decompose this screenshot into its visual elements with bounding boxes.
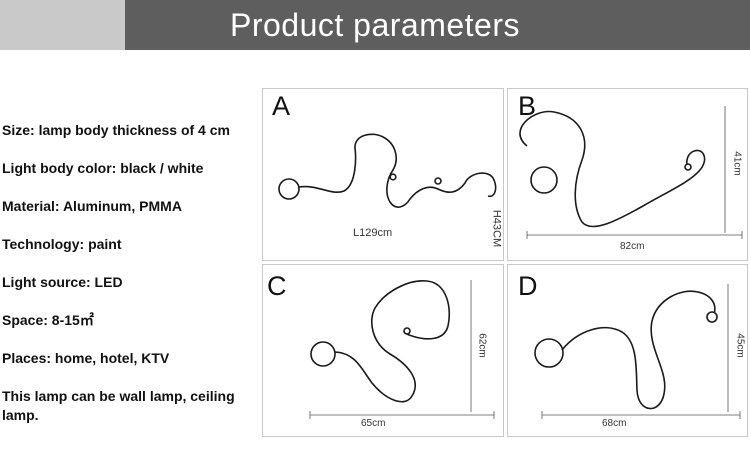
lamp-a-knob: [389, 173, 397, 181]
lamp-b-globe: [530, 166, 558, 194]
panel-b-letter: B: [518, 91, 537, 121]
dim-c-height-label: 62cm: [476, 333, 488, 358]
panel-grid: [262, 88, 748, 437]
spec-usage: This lamp can be wall lamp, ceiling lamp…: [2, 388, 235, 423]
lamp-c-drawing: [310, 280, 451, 403]
lamp-c-end-cap: [403, 327, 411, 335]
dim-b-width-label: 82cm: [620, 241, 645, 252]
spec-technology: Technology: paint: [2, 236, 122, 252]
panel-a-letter: A: [272, 91, 291, 121]
lamp-d-drawing: [534, 290, 718, 410]
spec-material: Material: Aluminum, PMMA: [2, 198, 182, 214]
dim-a-width-label: L129cm: [353, 227, 393, 239]
panel-c-frame: [262, 264, 504, 437]
panel-d-frame: [507, 264, 748, 437]
dim-d-width-label: 68cm: [602, 418, 627, 429]
panel-a-frame: [262, 88, 504, 261]
panel-c-letter: C: [267, 271, 287, 301]
lamp-c-tube: [334, 280, 451, 403]
lamp-d-globe: [534, 338, 564, 368]
lamp-b-tube: [519, 110, 706, 228]
dim-c-width-label: 65cm: [361, 418, 386, 429]
dim-b-height-label: 41cm: [731, 151, 743, 176]
banner-left-block: [0, 0, 125, 50]
banner-right-block: [125, 0, 750, 50]
lamp-c-globe: [310, 341, 336, 367]
panel-d-letter: D: [518, 271, 538, 301]
spec-size: Size: lamp body thickness of 4 cm: [2, 122, 230, 138]
page-title: Product parameters: [229, 7, 520, 43]
lamp-b-end-cap: [684, 163, 692, 171]
lamp-a-tube: [298, 133, 497, 208]
lamp-b-drawing: [519, 110, 706, 228]
panel-b-frame: [507, 88, 748, 261]
spec-space: Space: 8-15㎡: [2, 312, 94, 328]
header-banner: Product parameters: [0, 0, 750, 50]
lamp-a-globe: [278, 178, 300, 200]
lamp-d-end-cap: [706, 311, 718, 323]
dimension-panels: A B C D L129cm H43CM 82cm 41cm 65cm 62cm…: [262, 88, 748, 438]
dim-d-height-label: 45cm: [734, 333, 746, 358]
dim-a-height-label: H43CM: [490, 209, 503, 248]
spec-places: Places: home, hotel, KTV: [2, 350, 170, 366]
spec-color: Light body color: black / white: [2, 160, 204, 176]
lamp-a-end-cap: [434, 177, 442, 185]
lamp-d-tube: [561, 290, 716, 410]
spec-light-source: Light source: LED: [2, 274, 123, 290]
lamp-a-drawing: [278, 133, 497, 208]
